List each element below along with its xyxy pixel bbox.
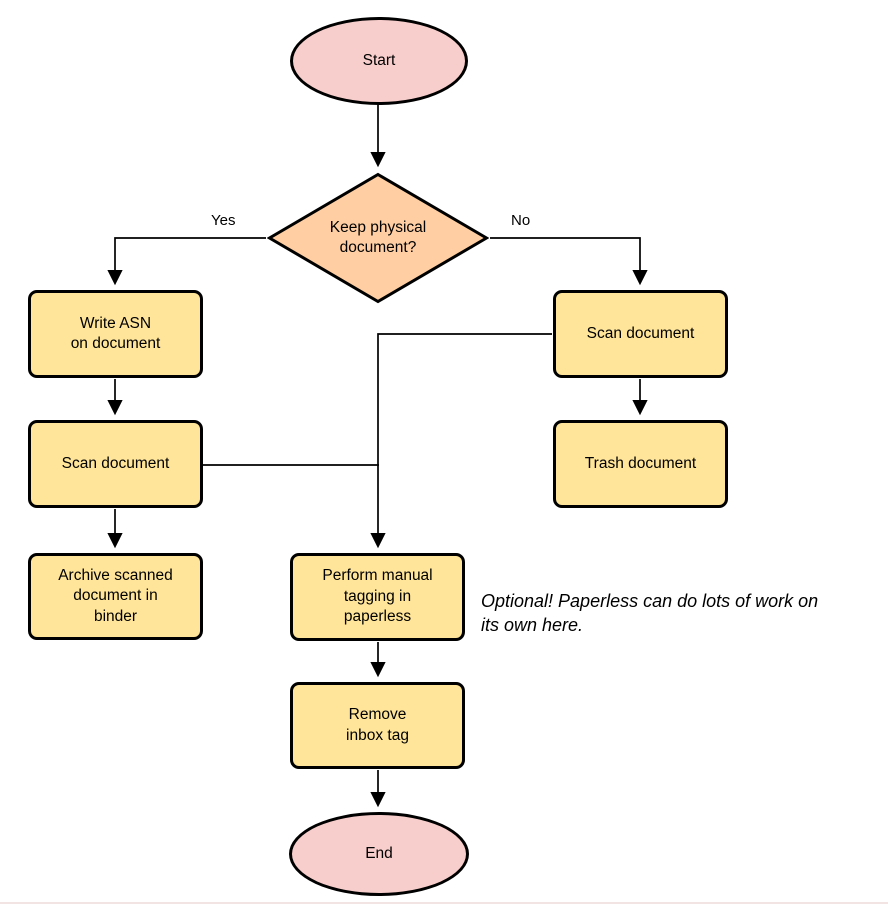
edge-scanright-tagging <box>370 333 552 549</box>
optional-note: Optional! Paperless can do lots of work … <box>481 591 819 636</box>
edge-label-no: No <box>509 212 533 229</box>
node-scan-document-right: Scan document <box>553 290 728 378</box>
node-remove-inbox-tag: Remove inbox tag <box>290 682 465 769</box>
node-write-asn: Write ASN on document <box>28 290 203 378</box>
decision-label: Keep physical document? <box>329 218 427 256</box>
node-trash-document: Trash document <box>553 420 728 508</box>
decision-diamond-shape <box>267 172 489 304</box>
node-start: Start <box>290 17 468 105</box>
node-scan-document-left: Scan document <box>28 420 203 508</box>
bottom-divider <box>0 902 888 904</box>
node-decision: Keep physical document? <box>267 172 489 304</box>
edge-decision-no <box>490 237 648 286</box>
node-end: End <box>289 812 469 896</box>
edge-decision-yes <box>107 237 266 286</box>
node-archive-binder: Archive scanned document in binder <box>28 553 203 640</box>
edge-label-yes: Yes <box>209 212 238 229</box>
node-manual-tagging: Perform manual tagging in paperless <box>290 553 465 641</box>
